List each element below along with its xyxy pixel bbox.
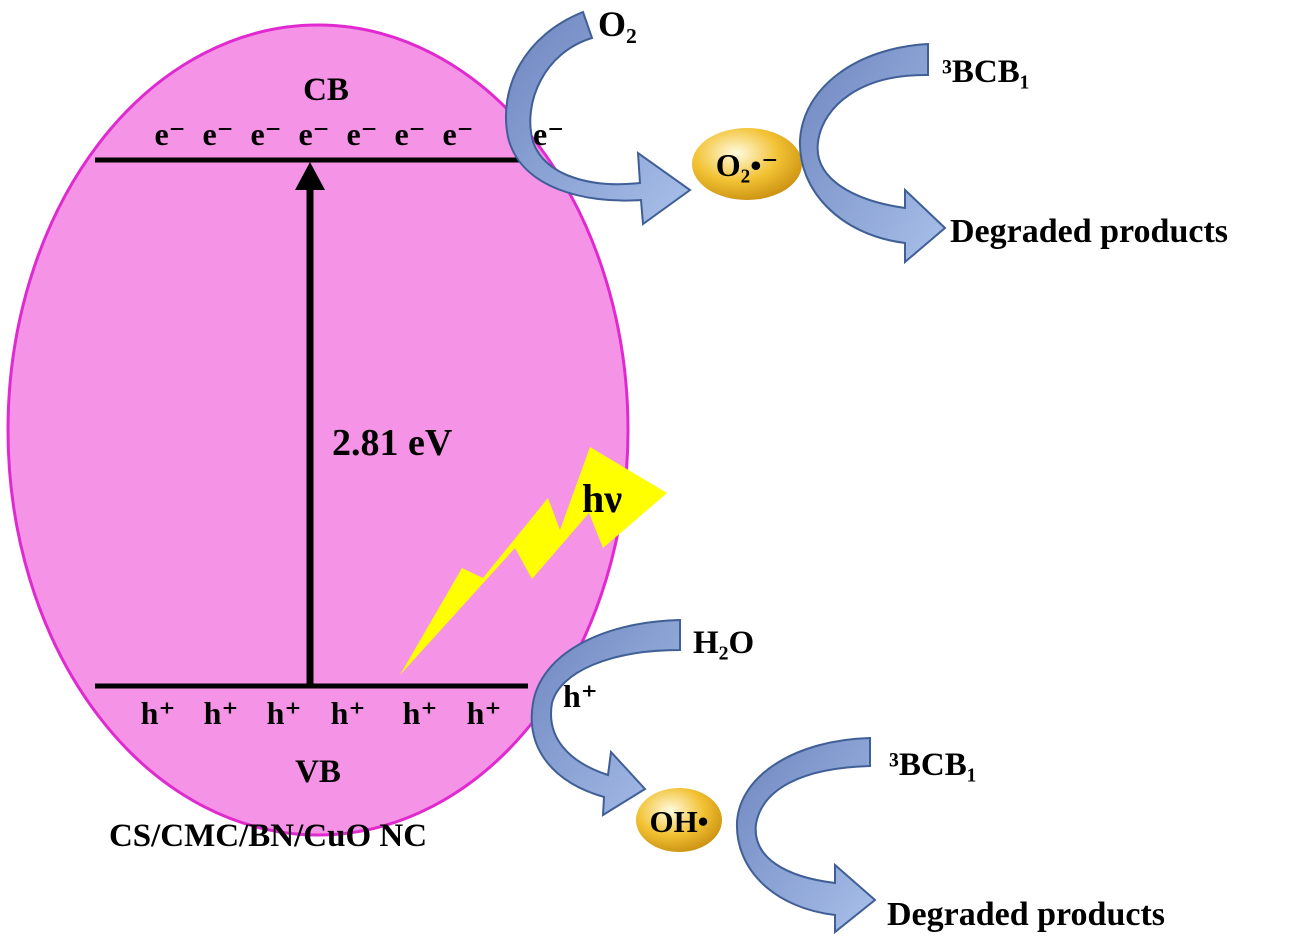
material-label: CS/CMC/BN/CuO NC	[109, 818, 427, 854]
hole: h⁺	[331, 695, 366, 731]
electron: e⁻	[154, 116, 185, 152]
hole-carrier-label: h⁺	[563, 678, 598, 714]
hole-transfer-arrow	[530, 618, 681, 817]
electron-transfer-arrow	[504, 10, 692, 226]
hole: h⁺	[467, 695, 502, 731]
hole: h⁺	[403, 695, 438, 731]
pollutant-degradation-arrow-lower	[735, 736, 877, 935]
light-bolt-icon	[400, 447, 667, 675]
h2o-reactant: H₂O	[693, 625, 754, 661]
pollutant-degradation-arrow-upper	[798, 42, 947, 265]
superoxide-radical-label: O₂•⁻	[716, 147, 779, 183]
pollutant-label-lower: ³BCB₁	[889, 747, 977, 783]
hole: h⁺	[141, 695, 176, 731]
electron: e⁻	[346, 116, 377, 152]
hole: h⁺	[204, 695, 239, 731]
excitation-arrow-head	[295, 162, 325, 190]
vb-label: VB	[295, 754, 341, 790]
hydroxyl-radical-label: OH•	[649, 804, 708, 839]
hydroxyl-radical-ball	[636, 788, 722, 852]
electron: e⁻	[442, 116, 473, 152]
hole: h⁺	[267, 695, 302, 731]
electron: e⁻	[298, 116, 329, 152]
hole-row: h⁺ h⁺ h⁺ h⁺ h⁺ h⁺	[141, 695, 502, 731]
electron: e⁻	[250, 116, 281, 152]
electron: e⁻	[202, 116, 233, 152]
degraded-products-label-lower: Degraded products	[887, 896, 1165, 933]
degraded-products-label-upper: Degraded products	[950, 213, 1228, 250]
electron-row: e⁻ e⁻ e⁻ e⁻ e⁻ e⁻ e⁻	[154, 116, 473, 152]
light-label: hν	[582, 476, 622, 521]
o2-reactant: O₂	[598, 4, 637, 44]
electron-carrier-label: e⁻	[533, 116, 564, 152]
superoxide-radical-ball	[692, 128, 802, 200]
pollutant-label-upper: ³BCB₁	[942, 54, 1030, 90]
photocatalyst-particle	[6, 23, 630, 837]
cb-label: CB	[303, 72, 349, 108]
electron: e⁻	[394, 116, 425, 152]
band-gap-value: 2.81 eV	[332, 422, 453, 464]
